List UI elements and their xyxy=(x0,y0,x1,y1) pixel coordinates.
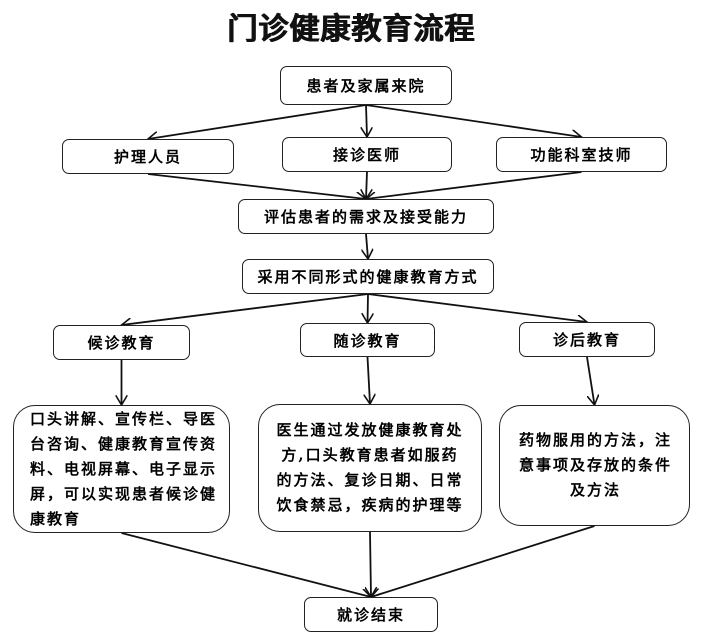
node-after-education: 诊后教育 xyxy=(519,322,655,357)
arrow-doctor-to-assess xyxy=(366,171,367,199)
node-doctor: 接诊医师 xyxy=(282,137,452,172)
node-technician: 功能科室技师 xyxy=(496,137,667,172)
node-patient-arrives: 患者及家属来院 xyxy=(280,66,452,105)
arrow-start-to-technician xyxy=(365,104,582,137)
node-nurse: 护理人员 xyxy=(62,139,234,174)
node-label: 评估患者的需求及接受能力 xyxy=(263,208,468,226)
node-label: 随诊教育 xyxy=(333,331,402,350)
node-label: 就诊结束 xyxy=(336,606,405,624)
arrow-methods-to-during xyxy=(368,293,369,323)
node-label: 护理人员 xyxy=(113,148,182,166)
node-visit-end: 就诊结束 xyxy=(304,597,438,632)
node-text: 口头讲解、宣传栏、导医台咨询、健康教育宣传资料、电视屏幕、电子显示屏，可以实现患… xyxy=(30,409,218,528)
node-label: 候诊教育 xyxy=(87,334,156,352)
node-waiting-detail: 口头讲解、宣传栏、导医台咨询、健康教育宣传资料、电视屏幕、电子显示屏，可以实现患… xyxy=(13,405,230,533)
node-during-detail: 医生通过发放健康教育处方,口头教育患者如服药的方法、复诊日期、日常饮食禁忌，疾病… xyxy=(258,404,482,532)
arrow-methods-to-waiting xyxy=(122,293,369,325)
arrow-after_detail-to-end xyxy=(371,525,595,597)
node-label: 接诊医师 xyxy=(332,146,401,164)
arrow-during_detail-to-end xyxy=(370,531,371,597)
arrow-methods-to-after xyxy=(367,293,587,322)
arrow-nurse-to-assess xyxy=(147,173,366,199)
diagram-title: 门诊健康教育流程 xyxy=(227,12,475,47)
node-waiting-education: 候诊教育 xyxy=(53,325,190,360)
arrow-assess-to-methods xyxy=(366,233,368,259)
arrow-technician-to-assess xyxy=(366,171,582,199)
node-after-detail: 药物服用的方法，注意事项及存放的条件及方法 xyxy=(499,405,690,526)
arrow-during-to-during_detail xyxy=(368,356,371,404)
node-text: 药物服用的方法，注意事项及存放的条件及方法 xyxy=(518,431,672,499)
arrow-start-to-doctor xyxy=(366,104,367,137)
arrow-after-to-after_detail xyxy=(586,356,595,405)
node-label: 诊后教育 xyxy=(552,331,621,349)
node-label: 患者及家属来院 xyxy=(306,77,426,95)
node-assess-needs: 评估患者的需求及接受能力 xyxy=(238,199,494,234)
arrow-waiting_detail-to-end xyxy=(121,532,372,597)
arrow-start-to-nurse xyxy=(148,104,367,139)
node-text: 医生通过发放健康教育处方,口头教育患者如服药的方法、复诊日期、日常饮食禁忌，疾病… xyxy=(276,421,464,514)
node-label: 采用不同形式的健康教育方式 xyxy=(257,268,479,286)
node-education-methods: 采用不同形式的健康教育方式 xyxy=(242,259,494,294)
node-label: 功能科室技师 xyxy=(530,146,633,164)
node-during-education: 随诊教育 xyxy=(300,323,435,357)
